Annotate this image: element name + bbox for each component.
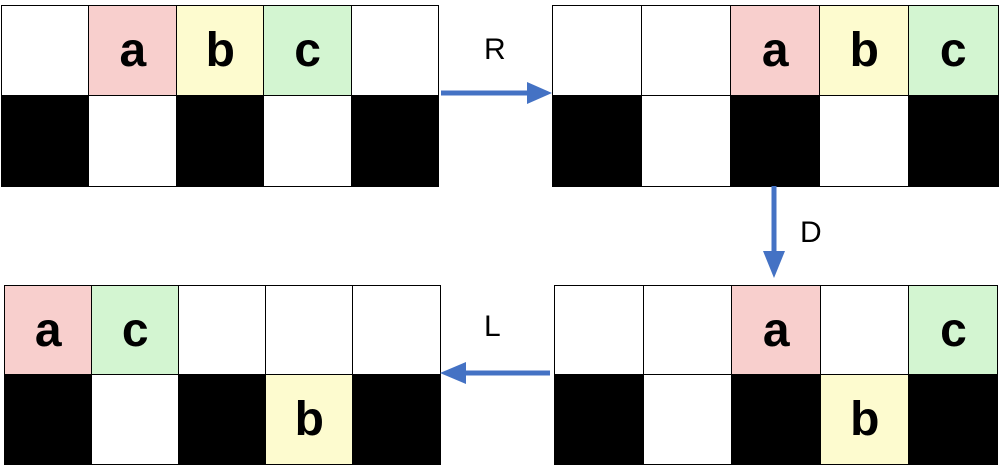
black-cell (175, 95, 265, 187)
tile-c: c (908, 285, 999, 376)
empty-cell (554, 285, 645, 376)
black-cell (554, 374, 645, 465)
empty-cell (263, 95, 353, 187)
empty-cell (642, 285, 733, 376)
tile-b: b (819, 374, 910, 465)
empty-cell (642, 374, 733, 465)
move-label-right: R (484, 33, 506, 66)
tile-c: c (908, 5, 999, 97)
empty-cell (819, 285, 910, 376)
move-label-left: L (484, 310, 501, 343)
move-label-down: D (800, 216, 822, 249)
empty-cell (819, 95, 910, 187)
black-cell (731, 374, 822, 465)
arrow-down (763, 186, 785, 278)
arrow-left (440, 362, 550, 384)
black-cell (4, 374, 93, 465)
tile-a: a (731, 285, 822, 376)
empty-cell (641, 95, 732, 187)
tile-b: b (819, 5, 910, 97)
black-cell (730, 95, 821, 187)
tile-c: c (91, 285, 180, 376)
tile-b: b (265, 374, 354, 465)
tile-a: a (4, 285, 93, 376)
arrow-right (441, 82, 552, 104)
empty-cell (1, 5, 90, 97)
black-cell (552, 95, 643, 187)
black-cell (350, 95, 440, 187)
empty-cell (91, 374, 180, 465)
black-cell (908, 95, 999, 187)
black-cell (1, 95, 90, 187)
empty-cell (265, 285, 354, 376)
black-cell (908, 374, 999, 465)
empty-cell (88, 95, 178, 187)
black-cell (352, 374, 441, 465)
tile-b: b (175, 5, 265, 97)
tile-a: a (88, 5, 178, 97)
